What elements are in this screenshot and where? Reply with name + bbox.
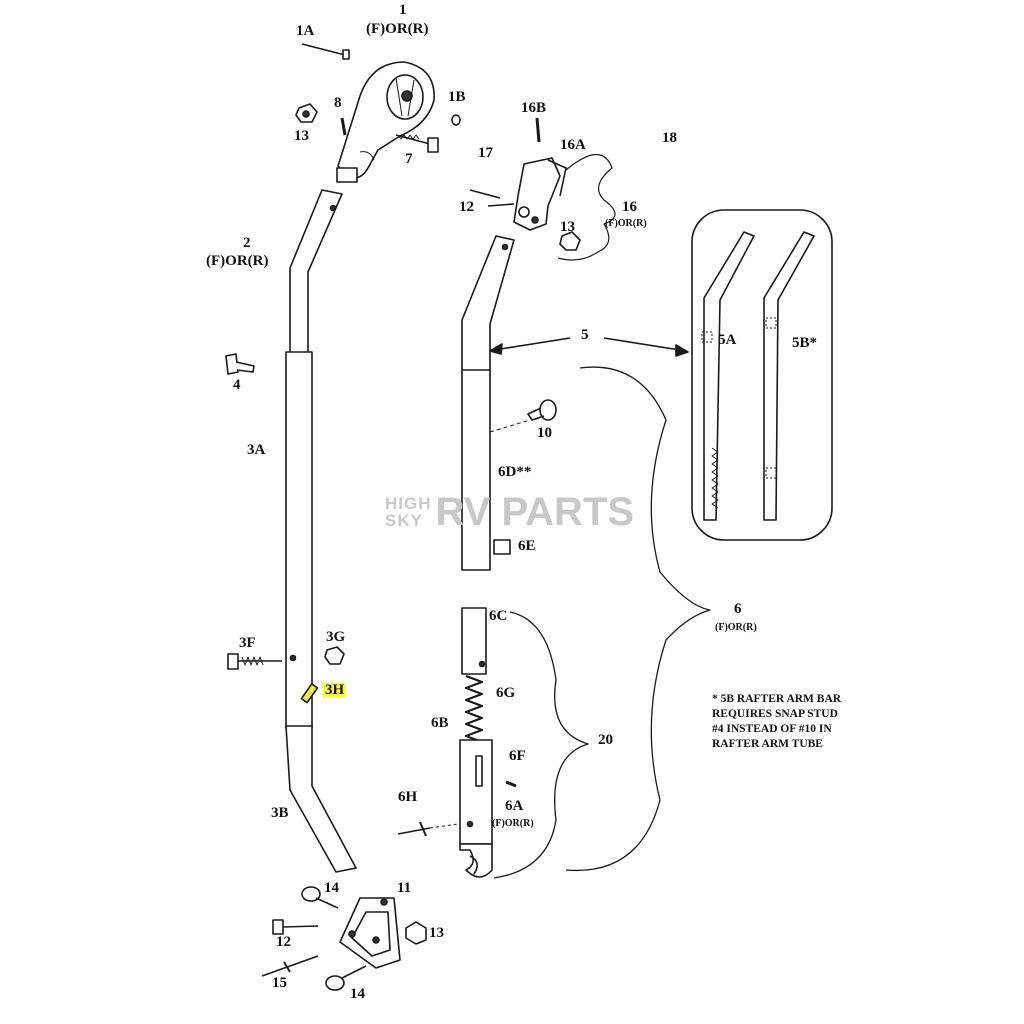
- label-3a: 3A: [247, 442, 266, 458]
- pin-3h: [300, 683, 319, 704]
- screw-14-bottom: [325, 965, 367, 991]
- label-6a-sub: (F)OR(R): [492, 818, 534, 829]
- label-16: 16: [622, 199, 637, 215]
- slide-6b-6a: [459, 739, 493, 878]
- label-3f: 3F: [239, 635, 256, 651]
- label-3g: 3G: [326, 629, 346, 645]
- brace-6: [565, 366, 711, 872]
- bracket-1: [336, 61, 435, 183]
- rivet-6h: [397, 821, 459, 837]
- label-10: 10: [537, 425, 552, 441]
- bolt-7: [395, 134, 439, 153]
- label-16-sub: (F)OR(R): [605, 218, 647, 229]
- footnote-line-4: RAFTER ARM TUBE: [712, 738, 823, 750]
- tube-6d: [461, 369, 491, 571]
- label-6d: 6D**: [498, 464, 532, 480]
- assembly-16: [469, 117, 616, 261]
- snap-stud-10: [527, 399, 557, 421]
- label-15: 15: [272, 975, 287, 991]
- label-6b: 6B: [431, 715, 449, 731]
- label-1: 1: [399, 2, 407, 18]
- tube-5: [461, 235, 515, 373]
- label-3b: 3B: [271, 805, 289, 821]
- label-16a: 16A: [560, 137, 586, 153]
- label-1-sub: (F)OR(R): [366, 21, 429, 37]
- label-4: 4: [233, 377, 241, 393]
- label-14-bottom: 14: [350, 986, 365, 1002]
- pin-6f: [505, 780, 517, 788]
- label-6c: 6C: [489, 608, 508, 624]
- label-11: 11: [397, 880, 412, 896]
- label-5a: 5A: [718, 332, 737, 348]
- footnote-line-1: * 5B RAFTER ARM BAR: [712, 693, 842, 705]
- label-12-lower: 12: [276, 934, 291, 950]
- footnote-line-2: REQUIRES SNAP STUD: [712, 708, 838, 720]
- pin-8: [340, 117, 347, 136]
- label-17: 17: [478, 145, 493, 161]
- label-1b: 1B: [448, 89, 466, 105]
- screw-14-top: [301, 886, 339, 909]
- nut-13-top: [295, 103, 318, 123]
- label-5b: 5B*: [792, 335, 818, 351]
- label-20: 20: [598, 732, 613, 748]
- tube-2: [289, 189, 343, 355]
- label-6g: 6G: [496, 685, 516, 701]
- label-18: 18: [662, 130, 677, 146]
- label-1a: 1A: [296, 23, 315, 39]
- nut-3g: [324, 646, 345, 665]
- washer-1b: [451, 114, 461, 126]
- label-12-upper: 12: [459, 199, 474, 215]
- bolt-3f: [227, 653, 282, 670]
- label-6h: 6H: [398, 789, 418, 805]
- label-8: 8: [334, 95, 342, 111]
- bolt-1a: [301, 43, 350, 60]
- label-13-top: 13: [294, 128, 309, 144]
- label-14-top: 14: [324, 880, 339, 896]
- tube-3a: [285, 351, 313, 729]
- screw-6e: [493, 539, 511, 555]
- bracket-11: [339, 897, 401, 969]
- label-13-lower: 13: [429, 925, 444, 941]
- inset-5a-5b: [691, 209, 833, 541]
- footnote-5b: * 5B RAFTER ARM BAR REQUIRES SNAP STUD #…: [712, 692, 841, 752]
- label-6a: 6A: [505, 798, 524, 814]
- label-6f: 6F: [509, 748, 526, 764]
- nut-13-lower: [405, 921, 427, 945]
- label-6: 6: [734, 601, 742, 617]
- label-5: 5: [581, 327, 589, 343]
- snap-stud-4: [225, 353, 255, 375]
- arrows-5: [489, 337, 689, 357]
- label-6-sub: (F)OR(R): [715, 622, 757, 633]
- label-6e: 6E: [518, 538, 536, 554]
- spring-6g: [464, 674, 484, 744]
- label-13-mid: 13: [560, 219, 575, 235]
- tube-3b: [285, 725, 357, 873]
- label-16b: 16B: [521, 100, 547, 116]
- footnote-line-3: #4 INSTEAD OF #10 IN: [712, 723, 832, 735]
- bolt-12-lower: [272, 919, 319, 935]
- label-2-sub: (F)OR(R): [206, 253, 269, 269]
- label-2: 2: [243, 235, 251, 251]
- rivet-15: [261, 955, 319, 977]
- brace-20: [493, 611, 589, 879]
- label-3h: 3H: [323, 682, 347, 698]
- label-7: 7: [405, 151, 413, 167]
